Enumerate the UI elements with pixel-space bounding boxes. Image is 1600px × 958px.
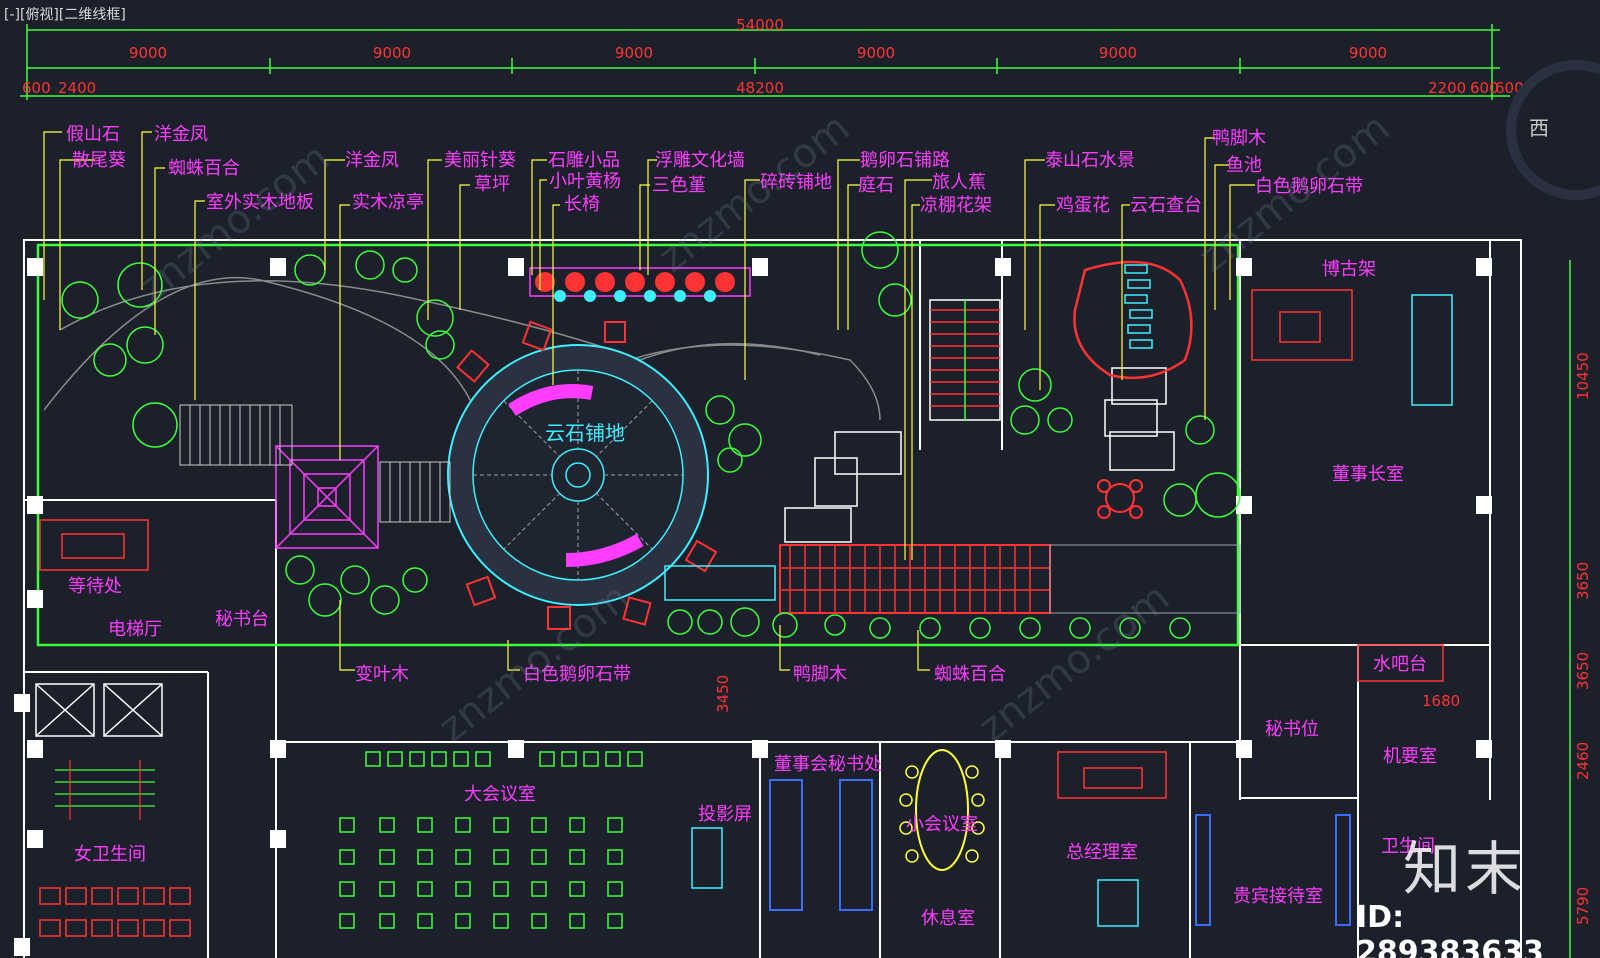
dim-right: 3650	[1574, 652, 1592, 690]
room-label-antique-shelf: 博古架	[1322, 259, 1376, 280]
label-white-pebble-band: 白色鹅卵石带	[1255, 176, 1363, 197]
viewport-label[interactable]: [-][俯视][二维线框]	[4, 7, 126, 23]
dim-bay: 9000	[615, 44, 653, 62]
label-lawn: 草坪	[474, 174, 510, 195]
label-pergola: 凉棚花架	[920, 195, 992, 216]
label-spider-lily: 蜘蛛百合	[168, 158, 240, 179]
dim-bay: 9000	[129, 44, 167, 62]
room-label-secretary-desk: 秘书台	[215, 609, 269, 630]
dim-right: 3650	[1574, 562, 1592, 600]
label-bench: 长椅	[564, 194, 600, 215]
building-walls	[23, 239, 1522, 958]
plants	[61, 231, 1241, 639]
dim-second: 2200	[1428, 79, 1466, 97]
viewcube-ring[interactable]	[1506, 60, 1600, 200]
room-label-elevator-hall: 电梯厅	[108, 619, 162, 640]
plant-labels: 假山石 散尾葵 洋金凤 蜘蛛百合 室外实木地板 洋金凤 实木凉亭 美丽针葵 草坪…	[66, 124, 1363, 685]
dim-second: 2400	[58, 79, 96, 97]
relief-culture-wall	[529, 267, 751, 302]
label-areca-palm: 散尾葵	[72, 150, 126, 171]
dim-right: 2460	[1574, 742, 1592, 780]
dim-total-top: 54000	[736, 16, 784, 34]
room-label-vip-reception: 贵宾接待室	[1233, 886, 1323, 907]
wooden-pavilion	[275, 445, 379, 549]
dim-bay: 9000	[1099, 44, 1137, 62]
dim-second-total: 48200	[736, 79, 784, 97]
dim-second: 600	[22, 79, 51, 97]
dim-second: 600	[1470, 79, 1499, 97]
secretary-desks	[769, 779, 1351, 926]
label-boxwood: 小叶黄杨	[549, 171, 621, 192]
room-label-rest-room: 休息室	[921, 908, 975, 929]
label-pebble-path: 鹅卵石铺路	[860, 150, 950, 171]
label-garden-stone: 庭石	[858, 175, 894, 196]
label-schefflera-2: 鸭脚木	[793, 664, 847, 685]
elevators	[35, 683, 163, 737]
label-schefflera: 鸭脚木	[1212, 128, 1266, 149]
garden-boundary	[36, 243, 1240, 647]
room-label-wc: 卫生间	[1381, 836, 1435, 857]
watermark-logo: 知末	[1403, 835, 1528, 903]
leader-lines	[43, 131, 1255, 671]
wood-deck	[179, 404, 451, 523]
label-pansy: 三色堇	[652, 175, 706, 196]
room-label-big-meeting: 大会议室	[464, 784, 536, 805]
room-label-waiting: 等待处	[68, 576, 122, 597]
label-taishan-water: 泰山石水景	[1045, 150, 1135, 171]
label-white-pebble-band-2: 白色鹅卵石带	[523, 664, 631, 685]
dim-bay: 9000	[1349, 44, 1387, 62]
room-label-small-meeting: 小会议室	[906, 814, 978, 835]
room-labels: 等待处 电梯厅 秘书台 女卫生间 大会议室 董事会秘书处 投影屏 小会议室 休息…	[68, 259, 1437, 929]
room-label-server-room: 机要室	[1383, 746, 1437, 767]
room-label-water-bar: 水吧台	[1373, 654, 1427, 675]
stairwell	[55, 760, 155, 820]
label-spider-lily-2: 蜘蛛百合	[934, 664, 1006, 685]
dimension-texts: 54000 9000 9000 9000 9000 9000 9000 600 …	[22, 16, 1592, 925]
label-stone-sculpture: 石雕小品	[548, 150, 620, 171]
stepping-stones	[784, 367, 1175, 543]
fish-pond	[1073, 260, 1193, 380]
label-frangipani: 鸡蛋花	[1056, 195, 1110, 216]
room-label-womens-wc: 女卫生间	[74, 844, 146, 865]
dim-right: 5790	[1574, 887, 1592, 925]
room-label-center: 云石铺地	[545, 421, 625, 445]
room-label-secretary-seat: 秘书位	[1265, 719, 1319, 740]
red-deck	[779, 544, 1241, 614]
label-fish-pond: 鱼池	[1226, 155, 1262, 176]
label-rockery: 假山石	[66, 124, 120, 145]
dim-right: 10450	[1574, 352, 1592, 400]
room-label-board-secretary: 董事会秘书处	[774, 754, 882, 775]
label-peacock-flower-2: 洋金凤	[345, 150, 399, 171]
label-croton: 变叶木	[355, 664, 409, 685]
dimension-lines	[20, 24, 1571, 958]
label-broken-brick: 碎砖铺地	[760, 172, 832, 193]
toilets	[39, 887, 191, 937]
big-meeting-chairs	[339, 751, 643, 929]
garden-stair	[929, 299, 1001, 421]
label-wood-pavilion: 实木凉亭	[352, 192, 424, 213]
dim-corridor: 3450	[714, 675, 732, 713]
label-outdoor-wood-floor: 室外实木地板	[206, 192, 314, 213]
garden-table	[1097, 479, 1143, 519]
room-label-projection: 投影屏	[698, 804, 752, 825]
watermark-id: ID: 289383633	[1356, 900, 1544, 958]
viewcube-west-label[interactable]: 西	[1529, 116, 1549, 140]
circular-plaza: 云石铺地	[447, 344, 709, 606]
dim-right: 1680	[1422, 692, 1460, 710]
label-relief-wall: 浮雕文化墙	[655, 150, 745, 171]
room-label-chairman-office: 董事长室	[1332, 464, 1404, 485]
dim-bay: 9000	[373, 44, 411, 62]
label-marble-tea-table: 云石查台	[1130, 195, 1202, 216]
label-peacock-flower: 洋金凤	[154, 124, 208, 145]
furniture-red	[39, 289, 1444, 799]
small-meeting-table	[899, 749, 985, 871]
dim-bay: 9000	[857, 44, 895, 62]
structural-columns	[14, 258, 1492, 956]
label-phoenix-palm: 美丽针葵	[444, 150, 516, 171]
room-label-gm-office: 总经理室	[1066, 842, 1138, 863]
furniture-cyan	[664, 294, 1453, 927]
label-travellers-palm: 旅人蕉	[932, 172, 986, 193]
